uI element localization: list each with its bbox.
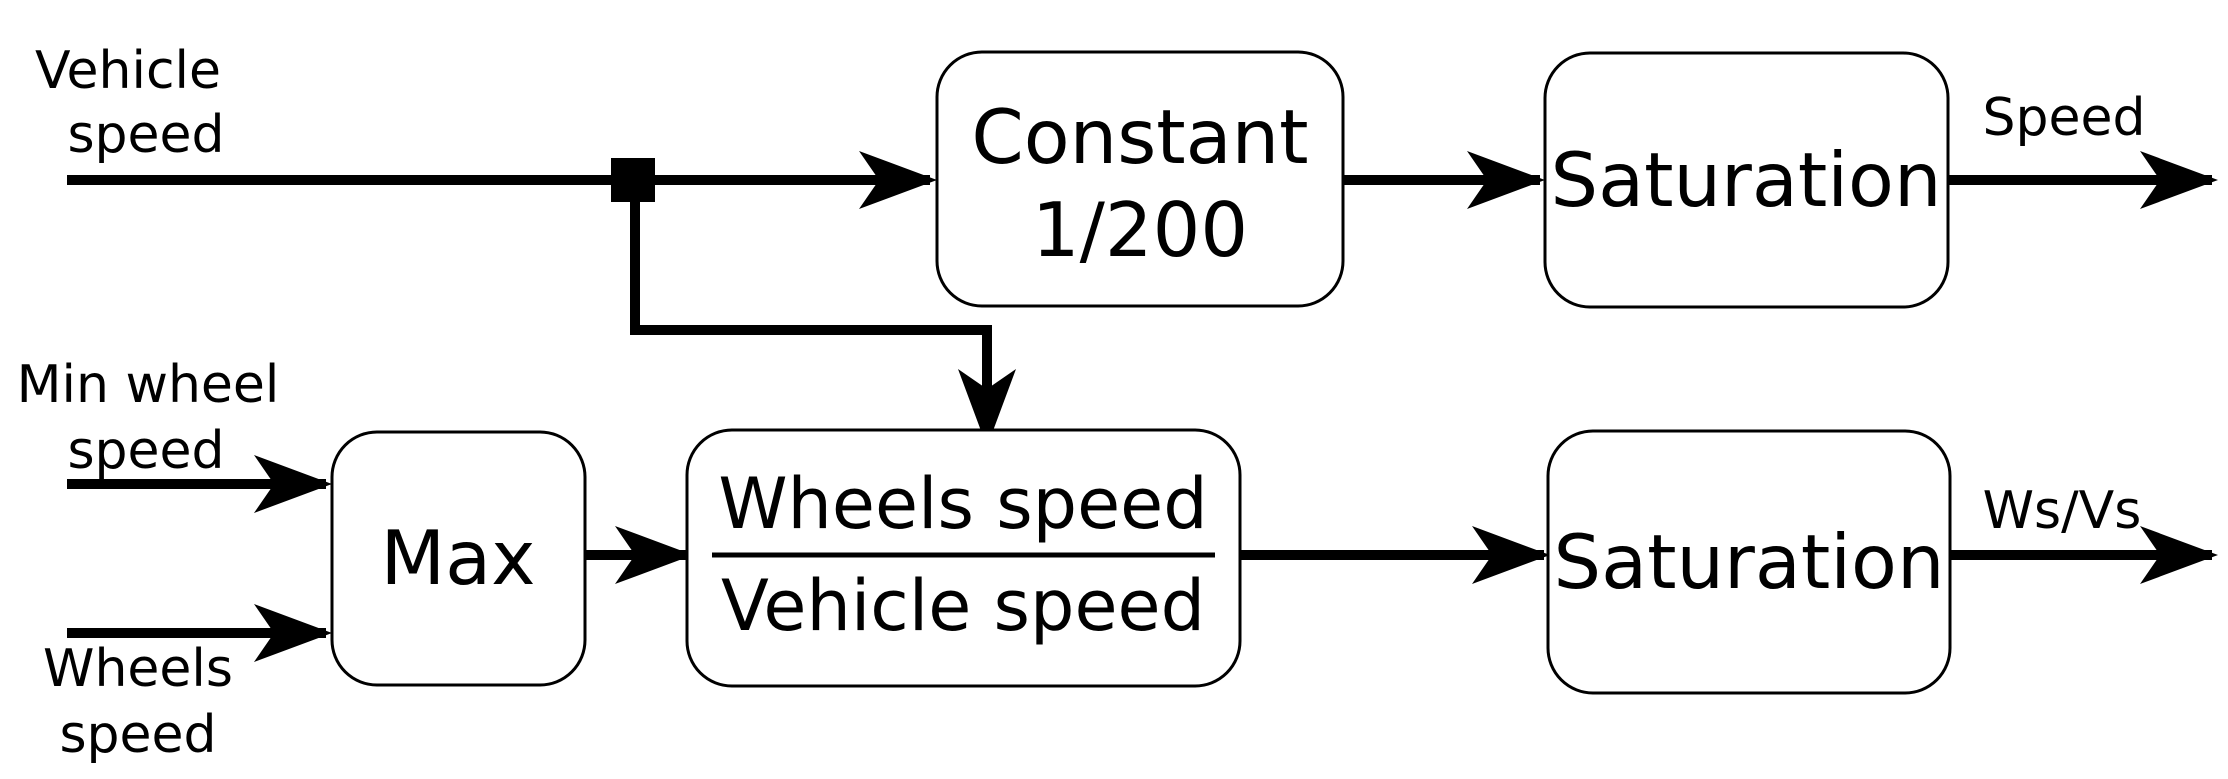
min-wheel-speed-input-label: Min wheel speed — [17, 355, 280, 481]
ratio-numerator: Wheels speed — [718, 463, 1207, 545]
wsvs-output-label: Ws/Vs — [1983, 481, 2142, 541]
saturation-bottom-block-rect — [1546, 429, 1952, 695]
arrowhead-into-constant — [859, 151, 937, 209]
wheels-speed-label-line2: speed — [59, 705, 216, 765]
saturation-top-block: Saturation — [1543, 51, 1950, 309]
vehicle-speed-label-line1: Vehicle — [35, 41, 221, 101]
min-wheel-speed-label-line1: Min wheel — [17, 355, 280, 415]
branch-wire — [630, 180, 992, 438]
saturation-bottom-block-label: Saturation — [1554, 518, 1945, 606]
arrowhead-wsvs-output — [2140, 526, 2218, 584]
vehicle-speed-label-line2: speed — [67, 105, 224, 165]
saturation-bottom-block: Saturation — [1546, 429, 1952, 695]
speed-output-label: Speed — [1982, 88, 2145, 148]
constant-block-rect — [935, 50, 1345, 308]
ratio-block-rect — [685, 428, 1242, 688]
arrowhead-into-max-top — [254, 455, 332, 513]
max-block-label: Max — [380, 514, 535, 602]
arrowhead-branch-down — [958, 369, 1016, 447]
max-block-rect — [330, 430, 587, 687]
wheels-speed-label-line1: Wheels — [43, 639, 233, 699]
saturation-top-block-rect — [1543, 51, 1950, 309]
arrowhead-speed-output — [2140, 151, 2218, 209]
branch-junction-dot — [611, 158, 655, 202]
ratio-denominator: Vehicle speed — [721, 565, 1205, 647]
vehicle-speed-input-label: Vehicle speed — [35, 41, 225, 165]
saturation-top-block-label: Saturation — [1551, 136, 1942, 224]
min-wheel-speed-label-line2: speed — [67, 421, 224, 481]
arrowhead-into-max-bottom — [254, 604, 332, 662]
constant-block: Constant 1/200 — [935, 50, 1345, 308]
arrowhead-into-ratio — [615, 526, 693, 584]
ratio-block: Wheels speed Vehicle speed — [685, 428, 1242, 688]
max-block: Max — [330, 430, 587, 687]
arrowhead-into-saturation-top — [1467, 151, 1545, 209]
wheels-speed-input-label: Wheels speed — [43, 639, 233, 765]
arrowhead-into-saturation-bottom — [1472, 526, 1550, 584]
constant-block-label: Constant — [971, 93, 1308, 181]
constant-block-value: 1/200 — [1032, 186, 1248, 274]
